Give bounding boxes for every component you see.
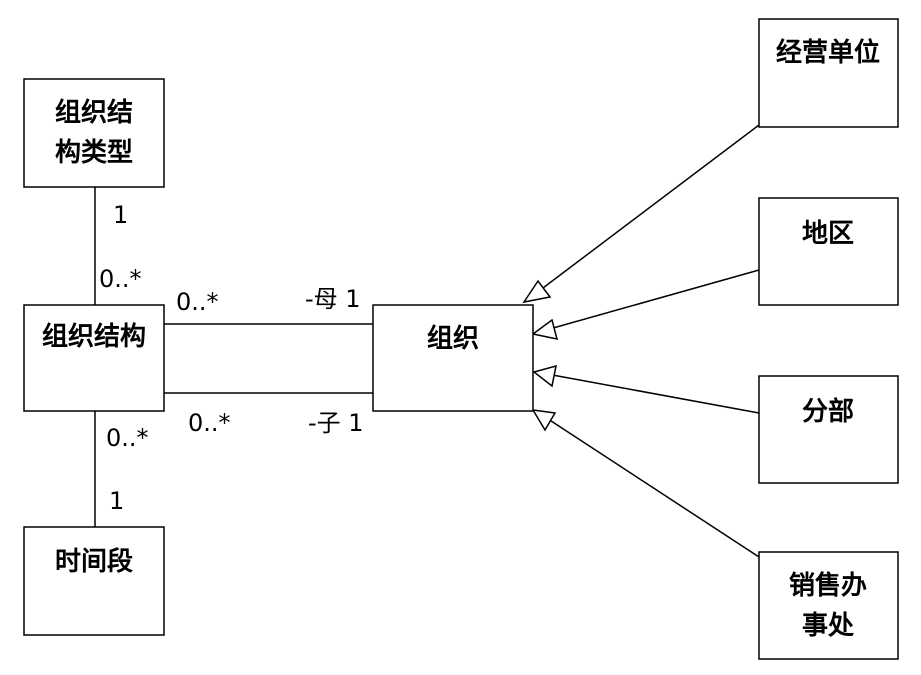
multiplicity-structure-child: 0..* bbox=[188, 409, 231, 437]
multiplicity-structure-parent: 0..* bbox=[176, 288, 219, 316]
region-box[interactable]: 地区 bbox=[758, 197, 899, 306]
role-child: -子 1 bbox=[308, 409, 364, 437]
business-unit-box[interactable]: 经营单位 bbox=[758, 18, 899, 128]
org-structure-type-box[interactable]: 组织结 构类型 bbox=[23, 78, 165, 188]
multiplicity-type-side: 1 bbox=[113, 201, 128, 229]
region-generalization bbox=[545, 269, 760, 331]
org-structure-box[interactable]: 组织结构 bbox=[23, 304, 165, 412]
role-parent: -母 1 bbox=[305, 285, 361, 313]
organization-box[interactable]: 组织 bbox=[372, 304, 534, 412]
time-period-label: 时间段 bbox=[55, 546, 133, 577]
business-unit-arrowhead bbox=[522, 279, 552, 304]
time-period-box[interactable]: 时间段 bbox=[23, 526, 165, 636]
region-arrowhead bbox=[531, 318, 559, 340]
division-label: 分部 bbox=[802, 397, 854, 427]
sales-office-label-2: 事处 bbox=[802, 611, 854, 641]
region-label: 地区 bbox=[802, 219, 854, 249]
sales-office-label-1: 销售办 bbox=[789, 570, 867, 601]
sales-office-generalization bbox=[544, 416, 760, 558]
organization-label: 组织 bbox=[427, 323, 479, 354]
multiplicity-period-side: 1 bbox=[109, 487, 124, 515]
business-unit-label: 经营单位 bbox=[776, 37, 880, 68]
division-arrowhead bbox=[532, 364, 557, 388]
sales-office-arrowhead bbox=[531, 409, 557, 432]
multiplicity-structure-top: 0..* bbox=[99, 265, 142, 293]
division-box[interactable]: 分部 bbox=[758, 375, 899, 484]
org-structure-type-label-2: 构类型 bbox=[55, 138, 133, 168]
org-structure-label: 组织结构 bbox=[42, 321, 146, 352]
multiplicity-structure-bottom: 0..* bbox=[106, 424, 149, 452]
division-generalization bbox=[546, 373, 760, 414]
sales-office-box[interactable]: 销售办 事处 bbox=[758, 551, 899, 660]
business-unit-generalization bbox=[534, 124, 760, 295]
org-structure-type-label-1: 组织结 bbox=[55, 97, 133, 128]
